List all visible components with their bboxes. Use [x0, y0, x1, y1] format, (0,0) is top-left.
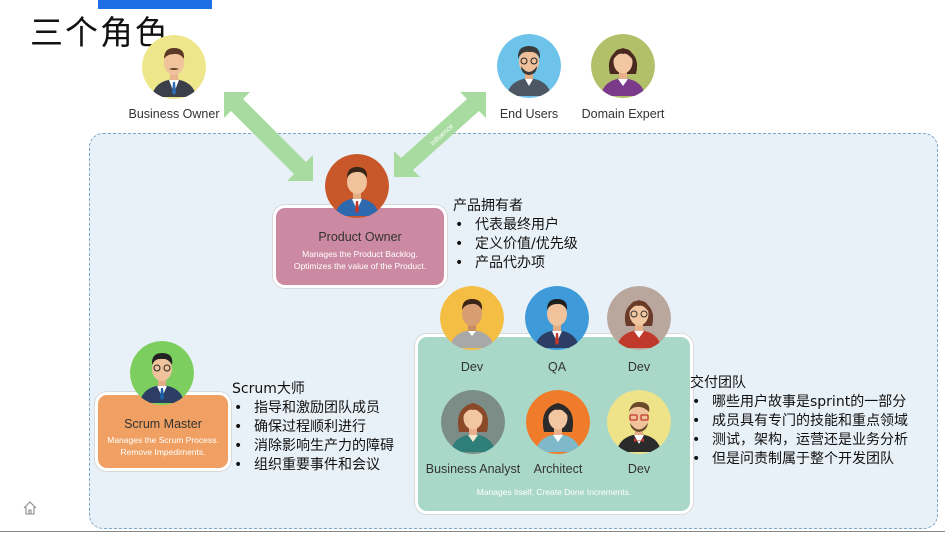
team-bullet: 成员具有专门的技能和重点领域: [690, 412, 908, 431]
team-dev-avatar-1: [440, 286, 504, 350]
product-owner-box: Product Owner Manages the Product Backlo…: [273, 205, 447, 288]
product-owner-note-heading: 产品拥有者: [453, 198, 523, 214]
team-architect-avatar: [526, 390, 590, 454]
product-owner-bullet: 产品代办项: [453, 254, 578, 273]
team-member-label: Dev: [460, 360, 484, 374]
team-footer: Manages itself. Create Done Increments.: [476, 487, 632, 497]
scrum-master-bullet: 指导和激励团队成员: [232, 399, 394, 418]
team-note-heading: 交付团队: [690, 375, 746, 391]
scrum-master-avatar: [130, 341, 194, 405]
product-owner-bullet: 定义价值/优先级: [453, 235, 578, 254]
product-owner-desc-2: Optimizes the value of the Product.: [293, 261, 427, 271]
team-member-label: QA: [547, 360, 567, 374]
end-users-label: End Users: [499, 107, 559, 121]
end-users-arrow: [394, 92, 486, 177]
scrum-master-bullet: 消除影响生产力的障碍: [232, 437, 394, 456]
product-owner-avatar: [325, 154, 389, 218]
product-owner-bullet: 代表最终用户: [453, 216, 578, 235]
business-owner-avatar: [142, 35, 206, 99]
team-note: 交付团队 哪些用户故事是sprint的一部分 成员具有专门的技能和重点领域 测试…: [690, 374, 908, 469]
team-dev-avatar-2: [607, 286, 671, 350]
scrum-master-desc-1: Manages the Scrum Process.: [107, 435, 219, 445]
team-member-label: Dev: [627, 360, 651, 374]
team-bullet: 测试，架构，运营还是业务分析: [690, 431, 908, 450]
scrum-master-bullet: 组织重要事件和会议: [232, 456, 394, 475]
scrum-master-note-heading: Scrum大师: [232, 381, 305, 397]
team-ba-avatar: [441, 390, 505, 454]
product-owner-title: Product Owner: [318, 230, 402, 244]
end-users-avatar: [497, 34, 561, 98]
scrum-master-note: Scrum大师 指导和激励团队成员 确保过程顺利进行 消除影响生产力的障碍 组织…: [232, 380, 394, 475]
domain-expert-avatar: [591, 34, 655, 98]
business-owner-label: Business Owner: [128, 107, 220, 121]
team-qa-avatar: [525, 286, 589, 350]
business-owner-arrow: [224, 92, 313, 181]
accent-bar: [98, 0, 212, 9]
domain-expert-label: Domain Expert: [581, 107, 665, 121]
scrum-master-title: Scrum Master: [124, 417, 202, 431]
team-bullet: 但是问责制属于整个开发团队: [690, 450, 908, 469]
bottom-divider: [0, 531, 945, 532]
team-member-label: Business Analyst: [425, 462, 521, 476]
team-member-label: Dev: [627, 462, 651, 476]
team-member-label: Architect: [533, 462, 583, 476]
scrum-master-bullet: 确保过程顺利进行: [232, 418, 394, 437]
scrum-master-box: Scrum Master Manages the Scrum Process. …: [95, 392, 231, 471]
home-icon[interactable]: [22, 500, 38, 520]
product-owner-note: 产品拥有者 代表最终用户 定义价值/优先级 产品代办项: [453, 197, 578, 273]
team-dev-avatar-3: [607, 390, 671, 454]
team-bullet: 哪些用户故事是sprint的一部分: [690, 393, 908, 412]
page-title: 三个角色: [30, 13, 170, 52]
scrum-master-desc-2: Remove Impediments.: [120, 447, 206, 457]
product-owner-desc-1: Manages the Product Backlog.: [302, 249, 418, 259]
